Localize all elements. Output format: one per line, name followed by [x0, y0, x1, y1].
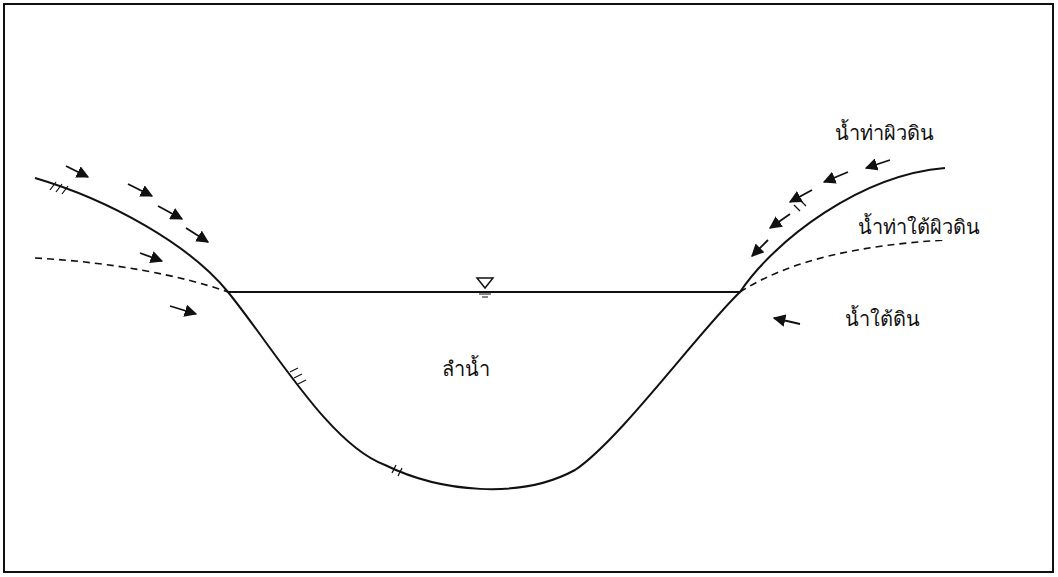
subsurface-flow-label: น้ำท่าใต้ผิวดิน — [856, 214, 982, 240]
water-surface — [228, 291, 740, 293]
stream-label: ลำน้ำ — [440, 356, 492, 382]
water-table-left — [35, 258, 228, 292]
groundwater-label: น้ำใต้ดิน — [843, 306, 922, 332]
channel-bank — [35, 168, 945, 489]
flow-arrows — [66, 160, 890, 324]
water-level-symbol — [477, 278, 493, 297]
frame — [4, 4, 1053, 572]
hatch-marks — [50, 182, 806, 476]
water-table-right — [740, 240, 945, 292]
surface-runoff-label: น้ำท่าผิวดิน — [833, 120, 936, 146]
